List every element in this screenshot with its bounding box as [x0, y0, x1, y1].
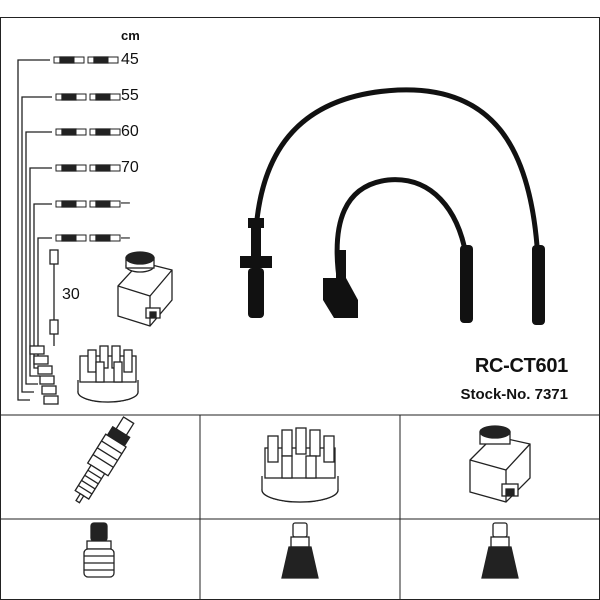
lead-length-label: 45	[121, 51, 139, 68]
distributor-cap-icon	[261, 427, 339, 503]
model-number: RC-CT601	[474, 355, 568, 377]
ignition-lead-icon	[240, 218, 545, 325]
spark-plug-icon	[74, 416, 135, 504]
lead-length-label: 60	[121, 123, 139, 140]
ignition-lead-icon	[17, 56, 121, 405]
lead-length-label: 55	[121, 87, 139, 104]
plug-connector-icon	[481, 522, 519, 579]
length-unit-label: cm	[121, 28, 140, 43]
plug-connector-icon	[83, 522, 115, 578]
plug-connector-icon	[281, 522, 319, 579]
diagram-border	[0, 17, 600, 600]
lead-length-label: –	[121, 194, 130, 211]
lead-length-label: –	[121, 229, 130, 246]
stock-number: Stock-No. 7371	[460, 386, 568, 403]
short-lead-length-label: 30	[62, 286, 80, 303]
ignition-coil-icon	[117, 251, 173, 327]
ignition-lead-icon	[253, 87, 541, 288]
distributor-cap-icon	[77, 345, 139, 403]
ignition-coil-icon	[469, 425, 531, 503]
lead-length-label: 70	[121, 159, 139, 176]
